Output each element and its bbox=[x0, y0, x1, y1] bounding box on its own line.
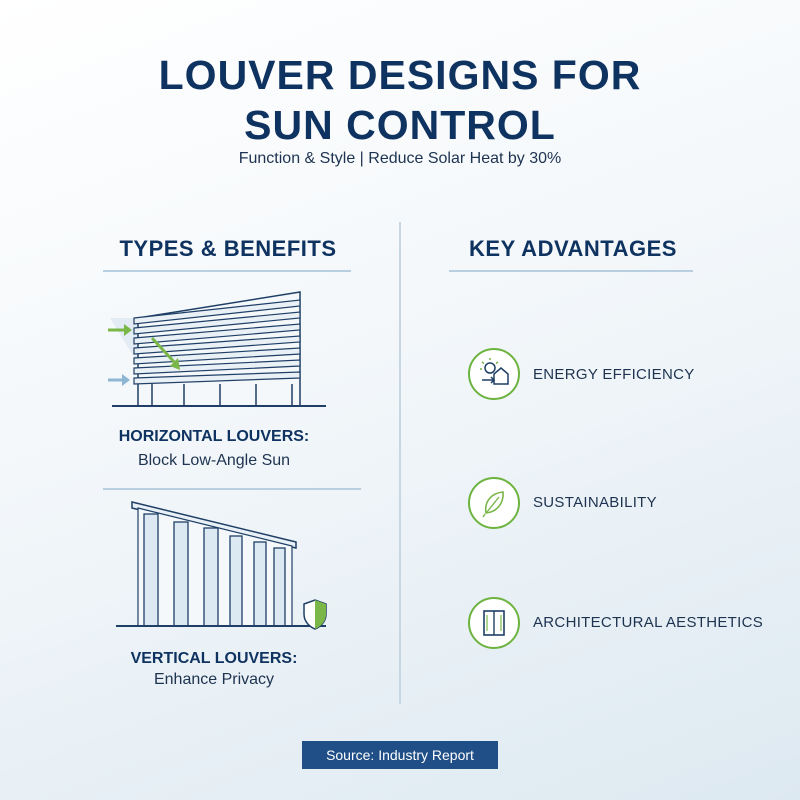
horizontal-louver-building-illustration bbox=[108, 291, 326, 407]
horizontal-louvers-description: Block Low-Angle Sun bbox=[137, 452, 291, 469]
key-advantages-heading: KEY ADVANTAGES bbox=[469, 236, 677, 261]
architectural-aesthetics-label: ARCHITECTURAL AESTHETICS bbox=[533, 614, 764, 631]
sustainability-label: SUSTAINABILITY bbox=[533, 494, 657, 511]
source-badge: Source: Industry Report bbox=[302, 741, 498, 769]
energy-efficiency-label: ENERGY EFFICIENCY bbox=[533, 366, 695, 383]
vertical-louvers-description: Enhance Privacy bbox=[153, 671, 275, 688]
types-benefits-heading: TYPES & BENEFITS bbox=[119, 236, 337, 261]
vertical-louver-building-illustration bbox=[116, 501, 327, 630]
column-divider bbox=[399, 222, 401, 704]
title-line-2: SUN CONTROL bbox=[244, 102, 556, 148]
title-line-1: LOUVER DESIGNS FOR bbox=[158, 52, 642, 98]
right-heading-rule bbox=[449, 270, 693, 272]
architectural-aesthetics-badge bbox=[468, 597, 520, 649]
window-icon bbox=[483, 610, 505, 636]
sustainability-badge bbox=[468, 477, 520, 529]
sun-house-icon bbox=[480, 358, 509, 385]
energy-efficiency-badge bbox=[468, 348, 520, 400]
vertical-louvers-title: VERTICAL LOUVERS: bbox=[130, 650, 298, 667]
leaf-icon bbox=[482, 491, 504, 518]
page-title: LOUVER DESIGNS FOR SUN CONTROL bbox=[0, 50, 800, 150]
left-item-divider bbox=[103, 488, 361, 490]
horizontal-louvers-title: HORIZONTAL LOUVERS: bbox=[118, 428, 310, 445]
left-heading-rule bbox=[103, 270, 351, 272]
subtitle: Function & Style | Reduce Solar Heat by … bbox=[238, 150, 562, 167]
